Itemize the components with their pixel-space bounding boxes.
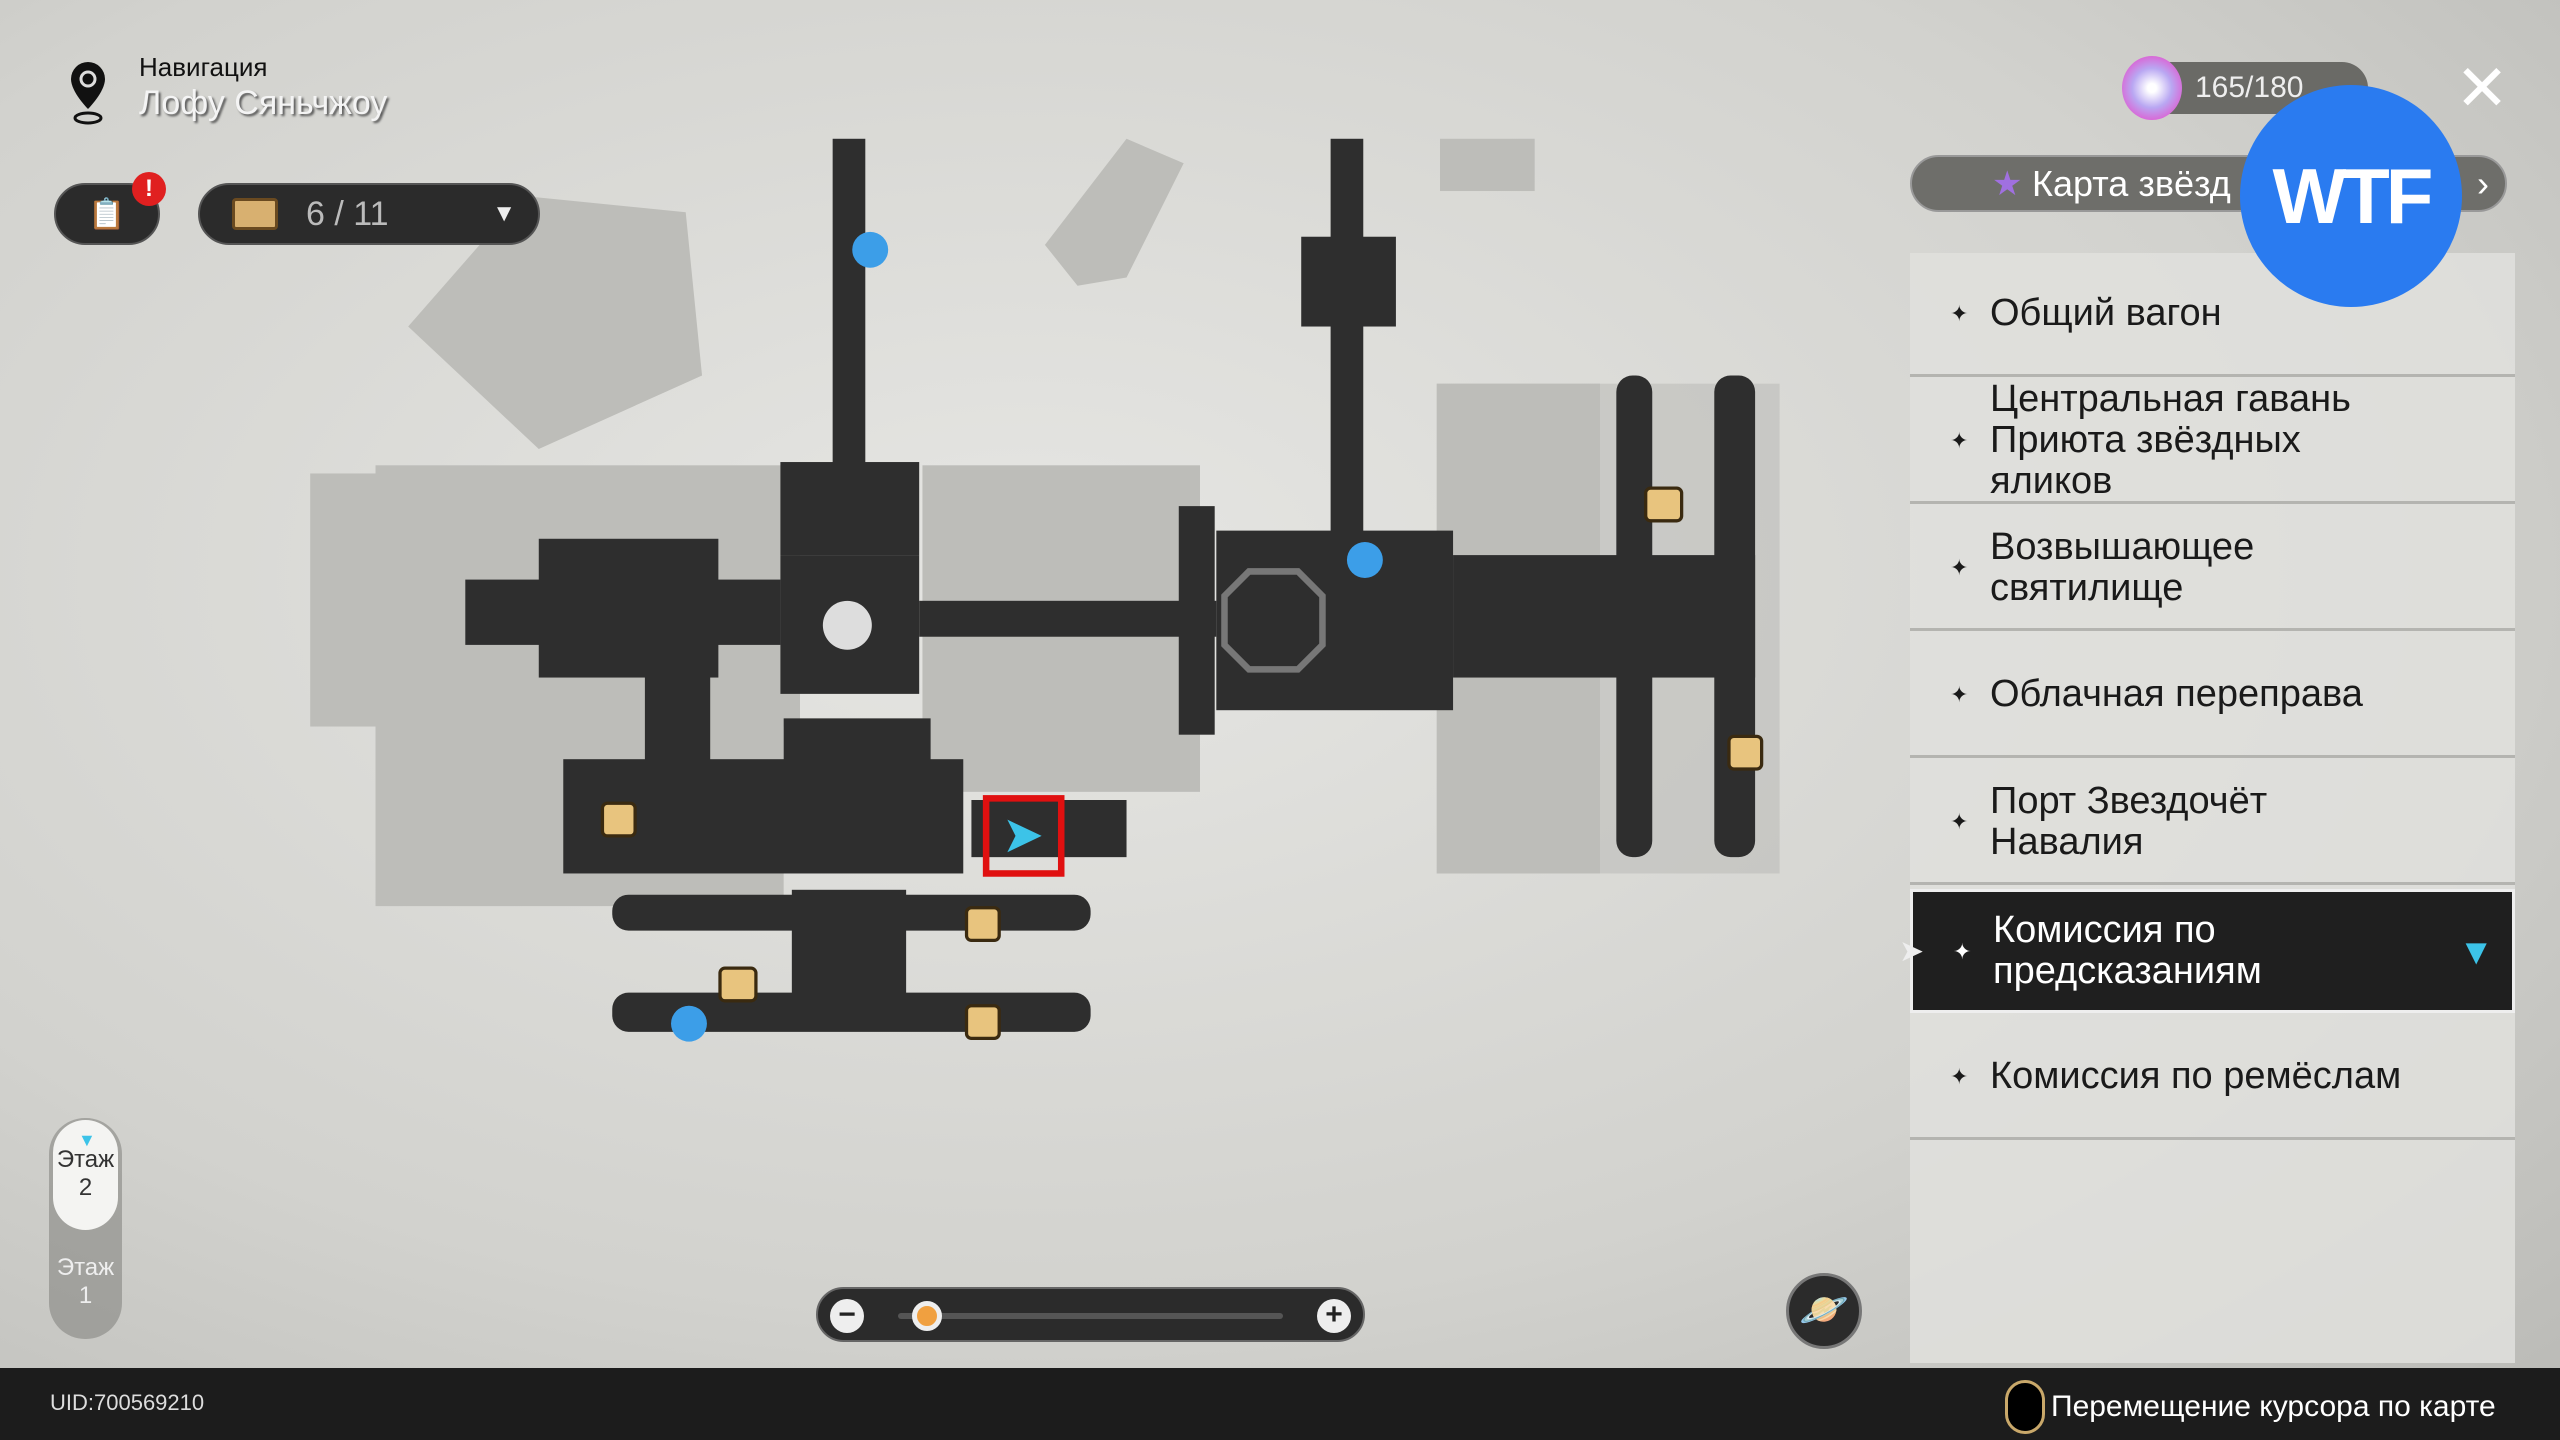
area-label: Возвышающее святилище — [1990, 525, 2255, 609]
zoom-slider[interactable]: − + — [816, 1287, 1365, 1342]
area-list-panel: ✦ Общий вагон ✦ Центральная гавань Приюта … — [1899, 253, 2515, 1363]
area-label: Порт Звездочёт Навалия — [1990, 779, 2268, 863]
map-background-areas — [310, 138, 1780, 907]
area-item[interactable]: ✦ Центральная гавань Приюта звёздных ялик… — [1910, 378, 2515, 504]
area-item[interactable]: ✦ Возвышающее святилище — [1910, 507, 2515, 631]
zoom-track[interactable] — [898, 1313, 1283, 1319]
area-item[interactable]: ✦ Порт Звездочёт Навалия — [1910, 761, 2515, 885]
current-floor-icon: ▼ — [78, 1130, 96, 1150]
mouse-icon — [2005, 1380, 2045, 1434]
uid-label: UID:700569210 — [50, 1390, 205, 1415]
area-item[interactable]: ✦ Комиссия по ремёслам — [1910, 1016, 2515, 1140]
chest-icon — [232, 198, 278, 230]
map-cursor-hint: Перемещение курсора по карте — [2005, 1380, 2496, 1434]
exit-icon[interactable] — [1644, 486, 1684, 523]
location-name: Лофу Сяньчжоу — [139, 84, 388, 122]
close-button[interactable]: ✕ — [2455, 52, 2509, 124]
diamond-icon: ✦ — [1950, 301, 1969, 326]
puzzle-icons — [600, 486, 1764, 1040]
planet-button[interactable]: 🪐 — [1786, 1273, 1862, 1349]
puzzle-icon[interactable] — [964, 1004, 1001, 1040]
area-item[interactable]: ✦ Облачная переправа — [1910, 634, 2515, 758]
hint-text: Перемещение курсора по карте — [2051, 1390, 2496, 1423]
teleport-icons — [671, 231, 1383, 1042]
puzzle-icon[interactable] — [1727, 734, 1764, 771]
star-icon: ★ — [1992, 164, 2023, 203]
area-label: Центральная гавань Приюта звёздных ялико… — [1990, 378, 2351, 502]
floor-2-button[interactable]: ▼Этаж 2 — [53, 1120, 118, 1230]
chest-counter-dropdown[interactable]: 6 / 11 ▼ — [198, 183, 540, 245]
nav-title: Навигация — [139, 52, 268, 82]
diamond-icon: ✦ — [1950, 682, 1969, 707]
teleport-icon[interactable] — [671, 1005, 707, 1042]
map-rooms — [465, 138, 1756, 1032]
location-pin-icon — [68, 60, 108, 126]
area-label: Общий вагон — [1990, 292, 2222, 334]
diamond-icon: ✦ — [1950, 428, 1969, 453]
stamina-value: 165/180 — [2195, 71, 2304, 104]
area-item-selected[interactable]: ➤ ✦ Комиссия по предсказаниям ▼ — [1899, 889, 2515, 1013]
wtf-badge: WTF — [2240, 85, 2462, 307]
diamond-icon: ✦ — [1953, 938, 1972, 964]
current-arrow-icon: ➤ — [1899, 934, 1925, 968]
area-label: Комиссия по ремёслам — [1990, 1055, 2402, 1097]
exit-icon[interactable] — [718, 966, 758, 1003]
zoom-handle[interactable] — [911, 1301, 942, 1331]
area-item[interactable]: ✦ Общий вагон — [1910, 253, 2515, 377]
planet-icon: 🪐 — [1799, 1288, 1849, 1332]
stamina-orb-icon — [2122, 56, 2182, 120]
diamond-icon: ✦ — [1950, 555, 1969, 580]
puzzle-icon[interactable] — [600, 801, 637, 838]
star-map-label: Карта звёзд — [2032, 162, 2231, 204]
chevron-right-icon: › — [2477, 162, 2489, 204]
floor-selector: ▼Этаж 2 Этаж 1 — [49, 1118, 122, 1339]
alert-badge: ! — [132, 172, 166, 206]
puzzle-icon[interactable] — [964, 906, 1001, 943]
teleport-icon[interactable] — [852, 231, 889, 268]
chest-count: 6 / 11 — [306, 194, 389, 233]
diamond-icon: ✦ — [1950, 1064, 1969, 1089]
area-label: Комиссия по предсказаниям — [1993, 909, 2262, 992]
footer-bar — [0, 1368, 2560, 1440]
player-highlight-box — [982, 795, 1065, 877]
area-label: Облачная переправа — [1990, 673, 2363, 715]
floor-label: Этаж 1 — [56, 1254, 115, 1309]
location-marker-icon: ▼ — [2458, 930, 2494, 972]
player-arrow-icon — [1007, 819, 1042, 853]
zoom-out-button[interactable]: − — [830, 1299, 864, 1333]
diamond-icon: ✦ — [1950, 809, 1969, 834]
clipboard-icon: 📋 — [88, 197, 126, 231]
map-central-circle — [822, 600, 872, 650]
floor-1-button[interactable]: Этаж 1 — [53, 1228, 118, 1338]
dropdown-arrow-icon: ▼ — [492, 200, 516, 227]
teleport-icon[interactable] — [1346, 542, 1383, 578]
zoom-in-button[interactable]: + — [1317, 1299, 1351, 1333]
floor-label: Этаж 2 — [56, 1146, 115, 1201]
map-octagon — [1221, 568, 1326, 673]
